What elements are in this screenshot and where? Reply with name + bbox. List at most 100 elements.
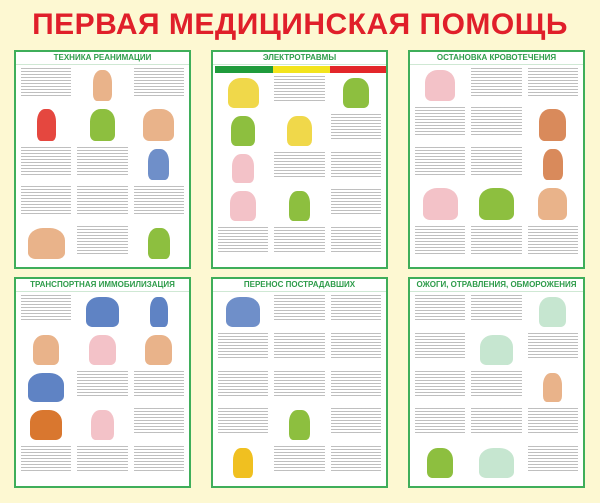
illustration-figure bbox=[231, 115, 256, 146]
illustration-figure bbox=[233, 448, 253, 478]
illustration-figure bbox=[230, 191, 257, 222]
panel-carrying-victims: ПЕРЕНОС ПОСТРАДАВШИХ bbox=[211, 277, 388, 488]
panel-heading: ОСТАНОВКА КРОВОТЕЧЕНИЯ bbox=[410, 52, 583, 65]
illustration-figure bbox=[28, 372, 64, 403]
illustration-figure bbox=[148, 227, 170, 259]
illustration-figure bbox=[145, 334, 173, 365]
illustration-figure bbox=[92, 70, 113, 102]
panel-electrical-injuries: ЭЛЕКТРОТРАВМЫ bbox=[211, 50, 388, 269]
illustration-figure bbox=[424, 70, 456, 102]
text-block bbox=[274, 151, 325, 179]
text-block bbox=[330, 151, 381, 179]
illustration-figure bbox=[543, 372, 563, 403]
text-block bbox=[330, 113, 381, 141]
text-block bbox=[415, 332, 466, 360]
panel-heading: ЭЛЕКТРОТРАВМЫ bbox=[213, 52, 386, 65]
text-block bbox=[415, 146, 466, 176]
text-block bbox=[21, 186, 72, 215]
text-block bbox=[274, 227, 325, 255]
text-block bbox=[527, 225, 578, 254]
illustration-figure bbox=[289, 191, 310, 222]
text-block bbox=[274, 332, 325, 360]
illustration-figure bbox=[478, 448, 515, 478]
text-block bbox=[274, 370, 325, 398]
illustration-figure bbox=[91, 410, 114, 441]
text-block bbox=[21, 146, 72, 176]
header-strip-yellow bbox=[273, 66, 330, 73]
panel-resuscitation: ТЕХНИКА РЕАНИМАЦИИ bbox=[14, 50, 191, 269]
illustration-figure bbox=[542, 148, 563, 181]
panel-illustrations bbox=[215, 66, 386, 265]
text-block bbox=[330, 408, 381, 436]
text-block bbox=[133, 370, 184, 398]
text-block bbox=[330, 332, 381, 360]
text-block bbox=[330, 446, 381, 474]
text-block bbox=[133, 408, 184, 436]
panel-illustrations bbox=[18, 66, 187, 265]
illustration-figure bbox=[287, 115, 312, 146]
text-block bbox=[330, 227, 381, 255]
illustration-figure bbox=[479, 188, 514, 220]
text-block bbox=[471, 225, 522, 254]
text-block bbox=[133, 186, 184, 215]
text-block bbox=[415, 408, 466, 436]
text-block bbox=[77, 225, 128, 254]
illustration-figure bbox=[30, 410, 62, 441]
text-block bbox=[133, 68, 184, 97]
poster-title: ПЕРВАЯ МЕДИЦИНСКАЯ ПОМОЩЬ bbox=[32, 8, 568, 41]
text-block bbox=[471, 107, 522, 136]
panel-heading: ТЕХНИКА РЕАНИМАЦИИ bbox=[16, 52, 189, 65]
text-block bbox=[77, 146, 128, 176]
illustration-figure bbox=[148, 148, 170, 181]
illustration-figure bbox=[225, 297, 261, 327]
text-block bbox=[471, 370, 522, 398]
panel-illustrations bbox=[412, 293, 581, 484]
illustration-figure bbox=[480, 334, 513, 365]
panel-burns-poisoning-frostbite: ОЖОГИ, ОТРАВЛЕНИЯ, ОБМОРОЖЕНИЯ bbox=[408, 277, 585, 488]
panel-illustrations bbox=[18, 293, 187, 484]
text-block bbox=[330, 189, 381, 217]
text-block bbox=[415, 107, 466, 136]
panel-heading: ОЖОГИ, ОТРАВЛЕНИЯ, ОБМОРОЖЕНИЯ bbox=[410, 279, 583, 292]
illustration-figure bbox=[231, 153, 255, 184]
text-block bbox=[218, 332, 269, 360]
text-block bbox=[77, 370, 128, 398]
text-block bbox=[21, 68, 72, 97]
illustration-figure bbox=[289, 410, 310, 441]
illustration-figure bbox=[426, 448, 454, 478]
text-block bbox=[527, 332, 578, 360]
panel-bleeding-control: ОСТАНОВКА КРОВОТЕЧЕНИЯ bbox=[408, 50, 585, 269]
text-block bbox=[21, 295, 72, 323]
text-block bbox=[274, 446, 325, 474]
text-block bbox=[330, 295, 381, 323]
panel-illustrations bbox=[412, 66, 581, 265]
text-block bbox=[527, 68, 578, 97]
text-block bbox=[21, 446, 72, 474]
illustration-figure bbox=[89, 334, 116, 365]
text-block bbox=[415, 370, 466, 398]
text-block bbox=[471, 68, 522, 97]
header-strip-red bbox=[330, 66, 386, 73]
text-block bbox=[415, 225, 466, 254]
illustration-figure bbox=[86, 297, 119, 327]
panel-heading: ТРАНСПОРТНАЯ ИММОБИЛИЗАЦИЯ bbox=[16, 279, 189, 292]
illustration-figure bbox=[36, 109, 56, 141]
text-block bbox=[527, 408, 578, 436]
text-block bbox=[471, 408, 522, 436]
text-block bbox=[274, 76, 325, 104]
illustration-figure bbox=[342, 78, 370, 108]
illustration-figure bbox=[143, 109, 175, 141]
illustration-figure bbox=[422, 188, 458, 220]
header-strip-green bbox=[215, 66, 273, 73]
text-block bbox=[218, 370, 269, 398]
text-block bbox=[77, 446, 128, 474]
text-block bbox=[330, 370, 381, 398]
text-block bbox=[415, 295, 466, 323]
illustration-figure bbox=[227, 78, 259, 108]
text-block bbox=[471, 146, 522, 176]
illustration-figure bbox=[89, 109, 116, 141]
panel-illustrations bbox=[215, 293, 384, 484]
text-block bbox=[133, 446, 184, 474]
text-block bbox=[218, 227, 269, 255]
text-block bbox=[274, 295, 325, 323]
